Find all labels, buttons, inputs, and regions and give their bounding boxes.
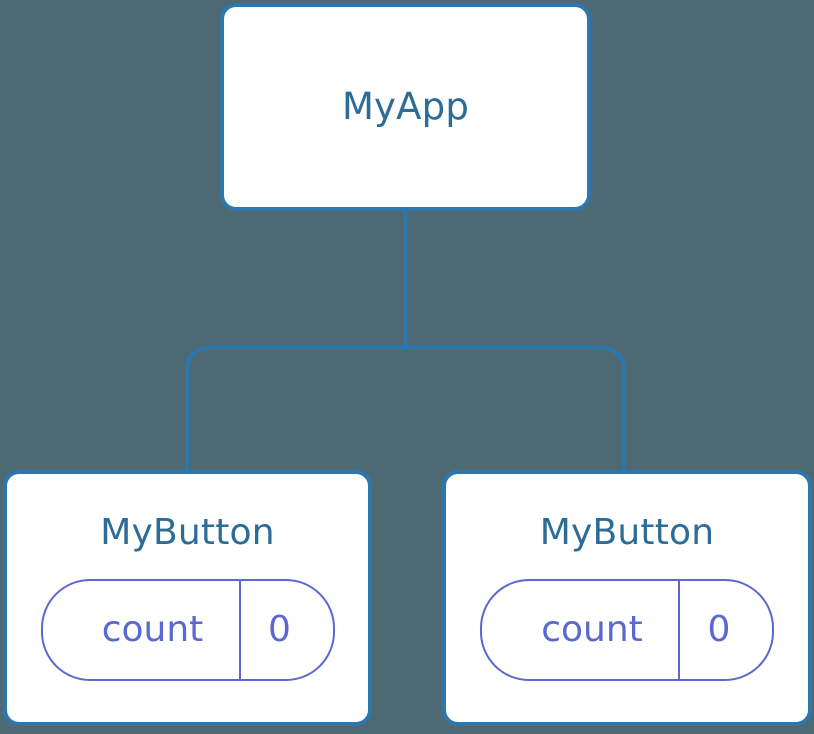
node-title: MyButton xyxy=(100,512,275,553)
node-title: MyApp xyxy=(341,85,470,128)
node-mybutton-left[interactable]: MyButton count 0 xyxy=(3,470,372,726)
connector-branch-left xyxy=(185,346,406,470)
node-mybutton-right[interactable]: MyButton count 0 xyxy=(442,470,812,726)
state-divider xyxy=(678,581,680,679)
node-title: MyButton xyxy=(539,512,715,553)
node-myapp[interactable]: MyApp xyxy=(220,3,591,211)
state-key: count xyxy=(541,609,643,650)
state-key: count xyxy=(101,609,204,650)
state-divider xyxy=(238,581,241,679)
state-value: 0 xyxy=(268,609,291,650)
state-pill[interactable]: count 0 xyxy=(40,579,335,681)
connector-branch-right xyxy=(405,346,626,470)
state-value: 0 xyxy=(707,609,731,650)
state-pill[interactable]: count 0 xyxy=(480,579,774,681)
